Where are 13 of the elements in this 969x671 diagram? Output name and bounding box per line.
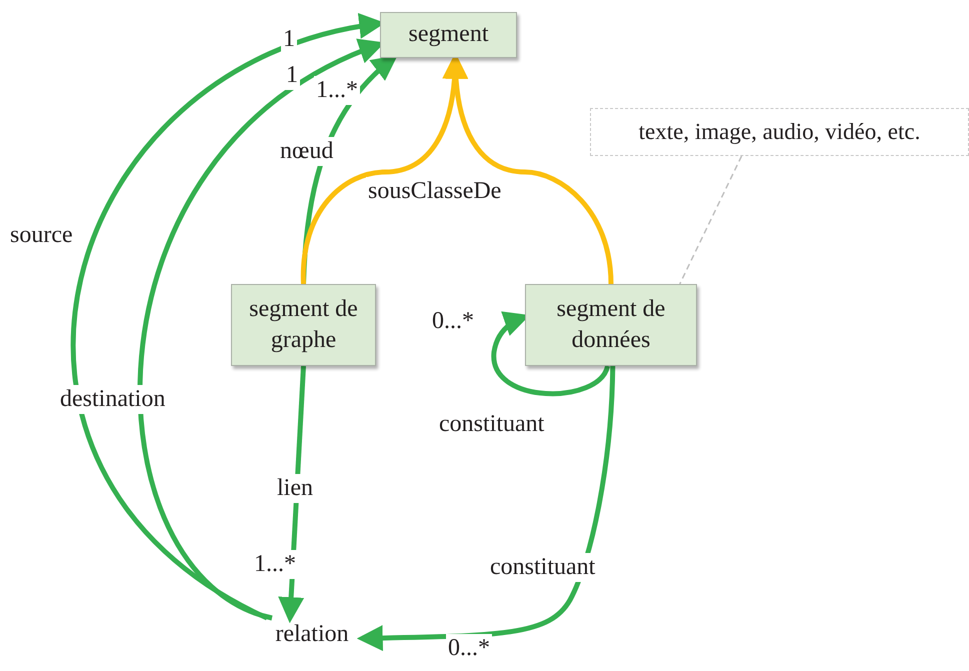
edge-label: constituant — [488, 553, 598, 582]
arrow — [492, 312, 610, 396]
edge-label: lien — [275, 474, 315, 503]
edge-label: destination — [58, 385, 168, 414]
note-box: texte, image, audio, vidéo, etc. — [590, 108, 969, 156]
class-box: segment de graphe — [231, 284, 376, 366]
class-name: relation — [262, 618, 362, 652]
class-box: segment de données — [525, 284, 697, 366]
multiplicity-label: 1...* — [314, 76, 360, 105]
class-box: segment — [380, 12, 517, 58]
arrow — [356, 366, 616, 652]
leader-line — [679, 156, 742, 284]
edge-label: nœud — [278, 137, 336, 166]
